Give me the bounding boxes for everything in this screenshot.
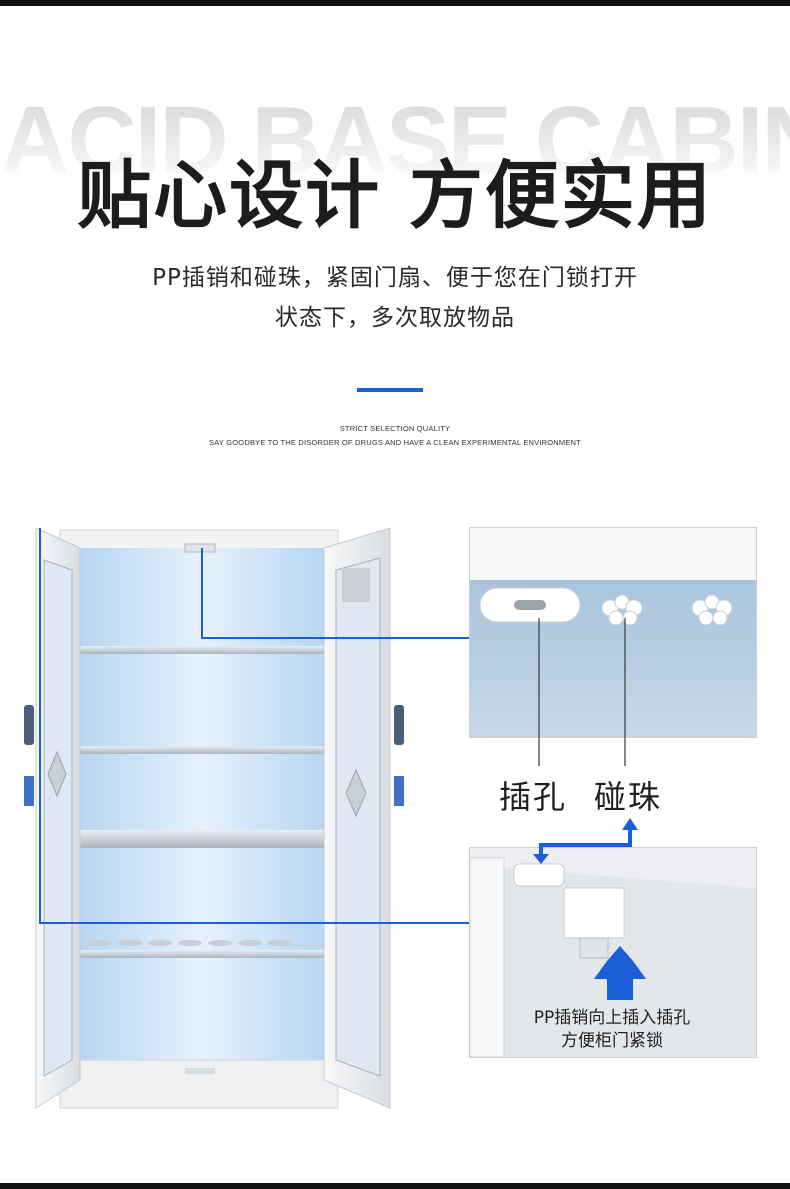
- subtitle-line-1: STRICT SELECTION QUALITY: [339, 424, 451, 433]
- hole-and-bead-closeup: [469, 527, 757, 738]
- background-watermark-text: ACID BASE CABINET: [0, 86, 790, 196]
- description-line-2: 状态下，多次取放物品: [275, 305, 515, 331]
- top-border: [0, 0, 790, 6]
- page-title: 贴心设计 方便实用: [77, 153, 713, 239]
- label-bead: 碰珠: [594, 778, 663, 816]
- accent-divider: [357, 388, 423, 392]
- label-hole: 插孔: [499, 778, 568, 816]
- caption-line-2: 方便柜门紧锁: [561, 1031, 663, 1051]
- cabinet-illustration: [24, 527, 404, 1109]
- bent-arrow-head-up: [622, 818, 638, 830]
- bottom-border: [0, 1183, 790, 1189]
- subtitle-line-2: SAY GOODBYE TO THE DISORDER OF DRUGS AND…: [209, 438, 581, 447]
- description-line-1: PP插销和碰珠，紧固门扇、便于您在门锁打开: [152, 265, 638, 291]
- caption-line-1: PP插销向上插入插孔: [533, 1008, 691, 1028]
